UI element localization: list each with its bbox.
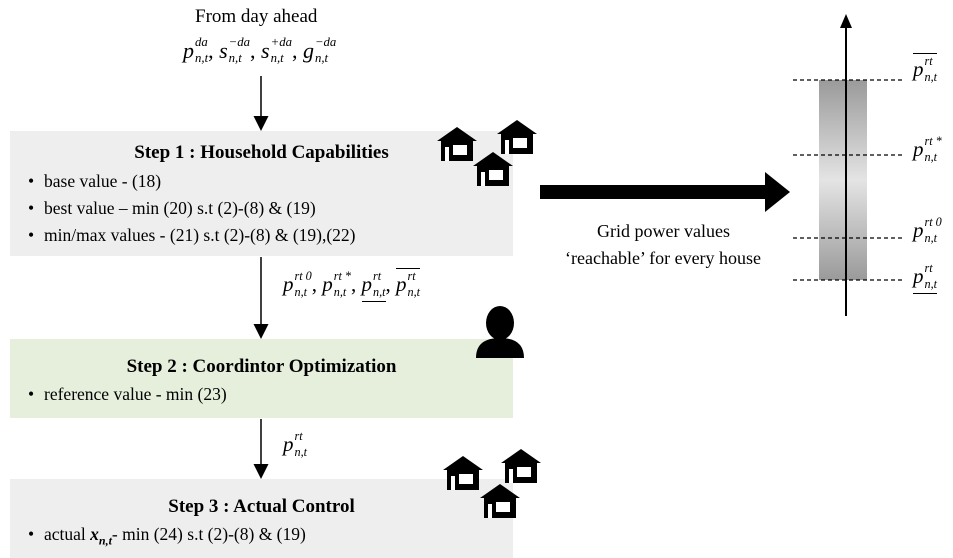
step1-bullet-1: •base value - (18): [28, 171, 162, 191]
step1-bullet-3: •min/max values - (21) s.t (2)-(8) & (19…: [28, 225, 356, 245]
big-arrow-shaft: [540, 185, 770, 199]
range-diagram: [793, 14, 902, 316]
step1-box: Step 1 : Household Capabilities •base va…: [10, 131, 513, 256]
axis-arrowhead: [840, 14, 852, 28]
step3-title: Step 3 : Actual Control: [168, 496, 355, 517]
step1-bullet-2: •best value – min (20) s.t (2)-(8) & (19…: [28, 198, 316, 218]
step2-title: Step 2 : Coordintor Optimization: [126, 356, 397, 377]
reachable-range-bar: [819, 80, 867, 280]
step3-bullet-1: •actual xn,t- min (24) s.t (2)-(8) & (19…: [28, 524, 306, 548]
grid-caption-line2: ‘reachable’ for every house: [565, 248, 762, 268]
step2-box: Step 2 : Coordintor Optimization •refere…: [10, 339, 513, 418]
day-ahead-heading: From day ahead: [195, 6, 318, 27]
step2-bullet-1: •reference value - min (23): [28, 384, 227, 404]
grid-caption-line1: Grid power values: [597, 221, 730, 241]
big-arrow-head: [765, 172, 790, 212]
step1-title: Step 1 : Household Capabilities: [134, 142, 389, 163]
step3-box: Step 3 : Actual Control •actual xn,t- mi…: [10, 479, 513, 558]
